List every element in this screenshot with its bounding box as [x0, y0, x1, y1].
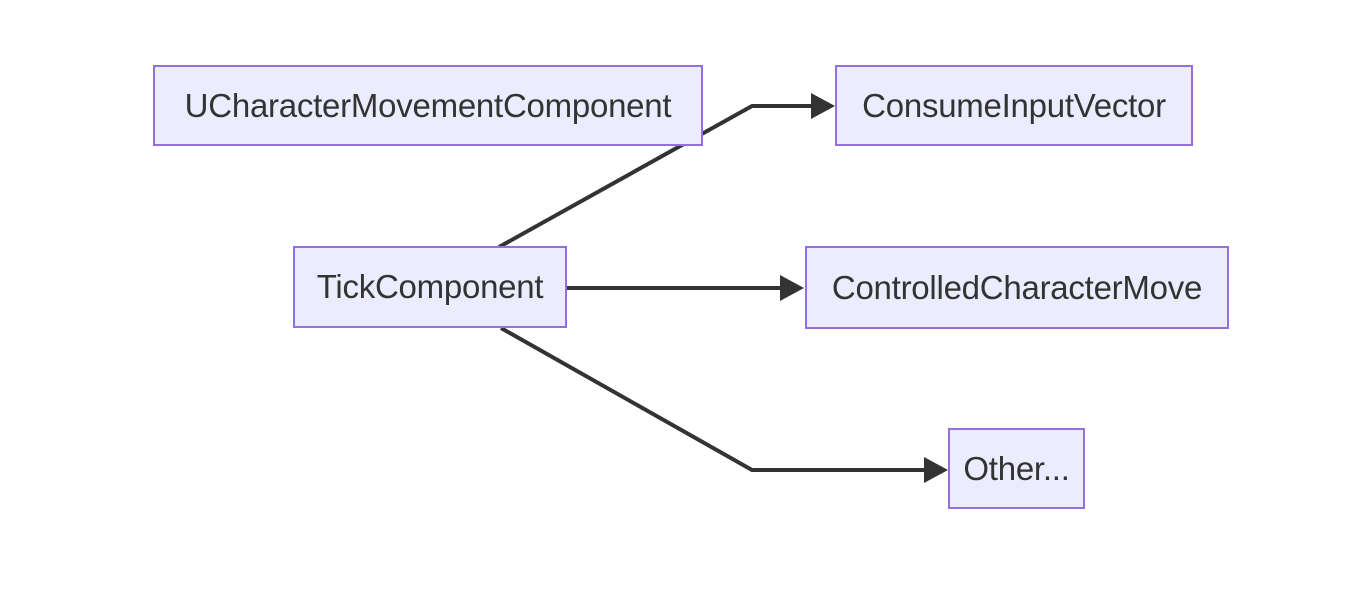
node-label: ControlledCharacterMove [831, 268, 1203, 306]
node-tickcomponent: TickComponent [293, 246, 567, 328]
node-label: ConsumeInputVector [862, 86, 1166, 124]
node-other: Other... [948, 428, 1085, 509]
node-label: Other... [963, 449, 1070, 487]
node-label: UCharacterMovementComponent [184, 86, 672, 124]
arrowhead-icon [924, 457, 948, 483]
arrowhead-icon [811, 93, 835, 119]
node-ucharactermovementcomponent: UCharacterMovementComponent [153, 65, 703, 146]
arrowhead-icon [780, 275, 804, 301]
edge-tickcomponent-to-consumeinputvector [498, 93, 835, 249]
edge-tickcomponent-to-controlledcharactermove [567, 275, 804, 301]
edge-tickcomponent-to-other [500, 326, 948, 483]
node-consumeinputvector: ConsumeInputVector [835, 65, 1193, 146]
node-controlledcharactermove: ControlledCharacterMove [805, 246, 1229, 329]
node-label: TickComponent [316, 268, 544, 305]
